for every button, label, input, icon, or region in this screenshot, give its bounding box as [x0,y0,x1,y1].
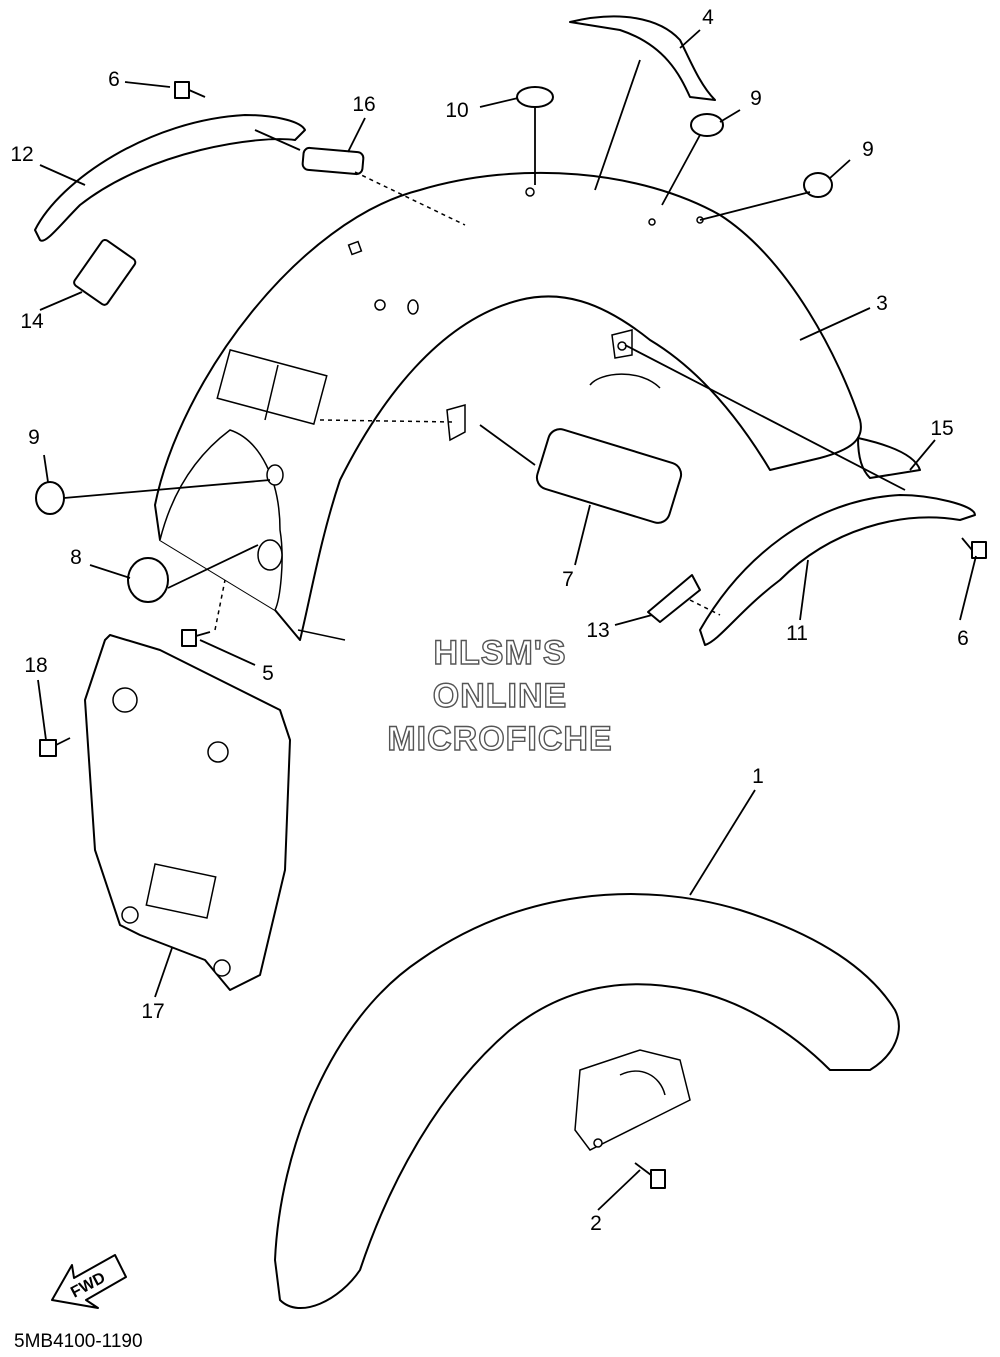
callout-18: 18 [24,654,47,677]
cap-10 [516,86,554,108]
dash-13 [689,599,721,616]
callout-14: 14 [20,310,44,333]
callout-6-right: 6 [957,627,969,650]
diagram-code: 5MB4100-1190 [14,1331,143,1352]
callout-5: 5 [262,662,274,685]
callout-15: 15 [930,417,953,440]
watermark: HLSM'S ONLINE MICROFICHE [387,633,613,758]
leader-lines [37,29,977,1211]
side-cover-plate [84,634,291,991]
fwd-arrow-icon: FWD [51,1254,127,1309]
callout-9-mid: 9 [862,138,874,161]
bolt-2 [634,1162,666,1189]
rear-fender [154,171,862,641]
callout-labels: 1 2 3 4 5 6 6 7 8 9 9 9 10 11 12 13 14 1… [10,6,969,1235]
watermark-line-3: MICROFICHE [387,720,612,758]
grommet-9-top [690,113,724,137]
callout-8: 8 [70,546,82,569]
front-fender [274,893,900,1310]
dash-5 [214,579,226,631]
callout-13: 13 [586,619,609,642]
grommet-8 [127,557,169,603]
callout-1: 1 [752,765,764,788]
watermark-line-2: ONLINE [433,677,567,715]
strip-14 [73,238,137,306]
grommet-9-mid [803,172,833,198]
callout-16: 16 [352,93,375,116]
left-rail [34,114,306,242]
top-trim-strip [569,15,716,101]
callout-9-left: 9 [28,426,40,449]
callout-6-top: 6 [108,68,120,91]
bolt-6-right [961,537,987,559]
bolt-6-top [174,81,206,99]
grommet-9-left [35,481,65,515]
bolt-5 [181,629,211,647]
strip-16 [301,146,365,176]
reflector-7 [535,428,683,524]
callout-3: 3 [876,292,888,315]
callout-10: 10 [445,99,468,122]
strip-15 [857,437,921,479]
callout-11: 11 [786,622,808,645]
callout-4: 4 [702,6,714,29]
callout-7: 7 [562,568,574,591]
dash-7 [319,419,456,423]
bolt-18 [39,737,71,757]
watermark-line-1: HLSM'S [433,634,566,672]
callout-9-top: 9 [750,87,762,110]
callout-17: 17 [141,1000,164,1023]
callout-2: 2 [590,1212,602,1235]
callout-12: 12 [10,143,33,166]
strip-13 [647,574,701,623]
right-rail [699,494,976,646]
